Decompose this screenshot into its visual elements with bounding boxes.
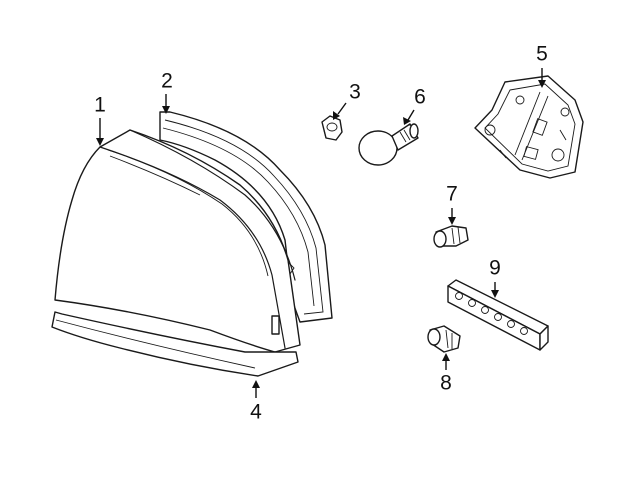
leader-3 — [337, 102, 347, 115]
part-1-lamp-lens — [54, 129, 301, 353]
arrowhead-7 — [448, 217, 456, 225]
leader-lines — [96, 68, 546, 398]
part-6-bulb — [358, 123, 419, 166]
leader-6 — [407, 109, 415, 121]
callout-labels: 1 2 3 4 5 6 7 8 9 — [94, 43, 548, 424]
part-8-small-bulb — [427, 325, 461, 353]
callout-1: 1 — [94, 94, 106, 117]
callout-3: 3 — [349, 81, 361, 104]
callout-6: 6 — [414, 86, 426, 109]
arrowhead-8 — [442, 353, 450, 361]
callout-4: 4 — [250, 401, 262, 424]
callout-9: 9 — [489, 257, 501, 280]
callout-7: 7 — [446, 183, 458, 206]
part-5-socket-plate — [474, 75, 584, 179]
callout-2: 2 — [161, 70, 173, 93]
arrowhead-5 — [538, 80, 546, 88]
part-7-small-bulb — [433, 225, 469, 248]
part-3-clip — [321, 115, 343, 141]
part-9-led-strip — [447, 279, 549, 351]
callout-8: 8 — [440, 372, 452, 395]
arrowhead-1 — [96, 138, 104, 146]
arrowhead-4 — [252, 380, 260, 388]
arrowhead-9 — [491, 290, 499, 298]
arrowhead-2 — [162, 106, 170, 114]
arrowhead-6 — [403, 117, 411, 125]
callout-5: 5 — [536, 43, 548, 66]
arrowhead-3 — [333, 111, 340, 120]
part-4-trim-strip — [51, 311, 299, 377]
